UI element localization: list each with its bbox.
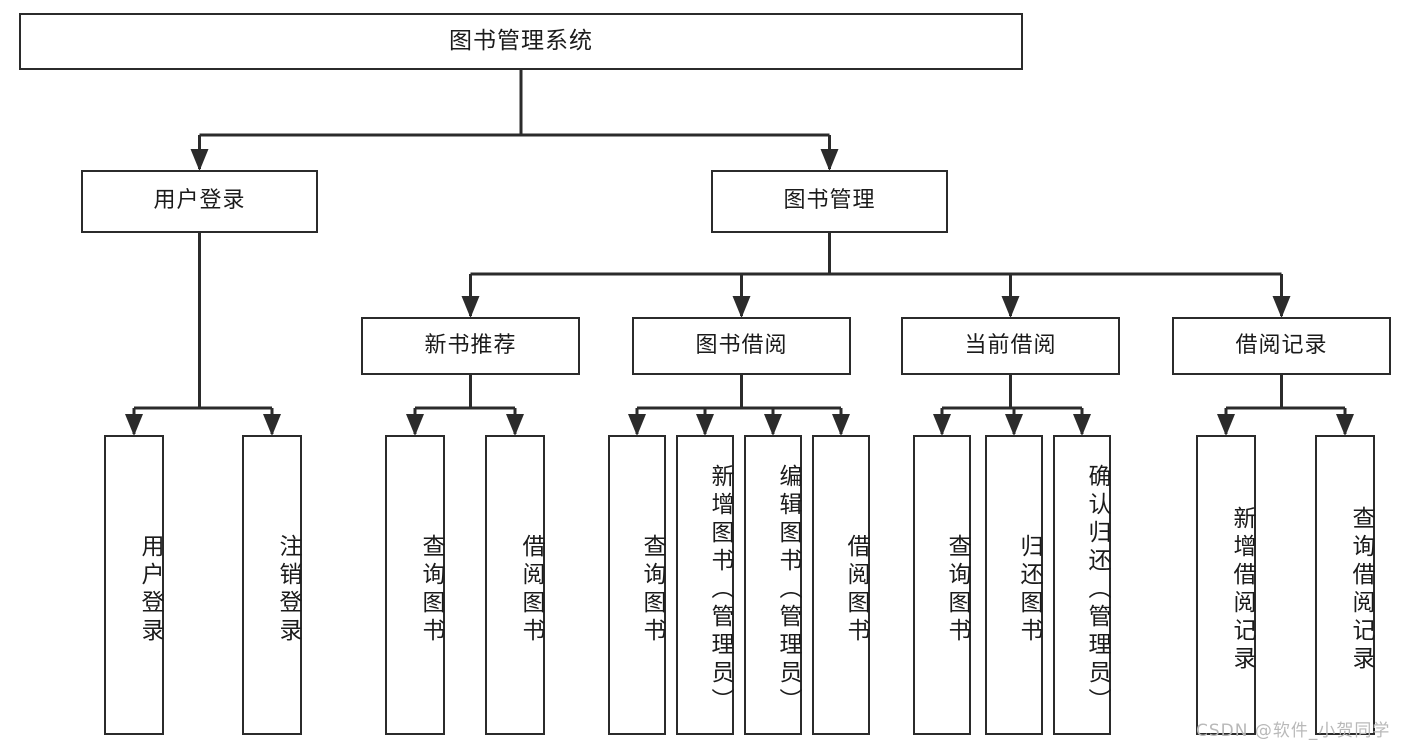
node-label: 用户登录 — [153, 188, 246, 214]
node-label: 查询图书 — [639, 534, 665, 646]
node-label: 图书借阅 — [695, 332, 788, 358]
node-label: 用户登录 — [137, 534, 163, 646]
node-label: 查询借阅记录 — [1348, 506, 1374, 674]
node-label: 新增借阅记录 — [1229, 506, 1255, 674]
node-leaf-query-book-3[interactable]: 查询图书 — [913, 435, 971, 735]
node-leaf-user-login[interactable]: 用户登录 — [104, 435, 164, 735]
node-borrow-record[interactable]: 借阅记录 — [1172, 317, 1391, 375]
node-leaf-borrow-book-1[interactable]: 借阅图书 — [485, 435, 545, 735]
node-leaf-confirm-return[interactable]: 确认归还（管理员） — [1053, 435, 1111, 735]
node-label: 当前借阅 — [964, 332, 1057, 358]
node-label: 编辑图书（管理员） — [775, 464, 801, 716]
node-label: 新增图书（管理员） — [707, 464, 733, 716]
node-label: 确认归还（管理员） — [1084, 464, 1110, 716]
node-book-borrow[interactable]: 图书借阅 — [632, 317, 851, 375]
node-label: 查询图书 — [944, 534, 970, 646]
node-leaf-logout[interactable]: 注销登录 — [242, 435, 302, 735]
node-label: 图书管理 — [783, 188, 876, 214]
node-label: 图书管理系统 — [449, 27, 593, 54]
node-label: 借阅图书 — [843, 534, 869, 646]
node-current-borrow[interactable]: 当前借阅 — [901, 317, 1120, 375]
node-leaf-query-record[interactable]: 查询借阅记录 — [1315, 435, 1375, 735]
node-label: 查询图书 — [418, 534, 444, 646]
node-book-manage[interactable]: 图书管理 — [711, 170, 948, 233]
node-leaf-return-book[interactable]: 归还图书 — [985, 435, 1043, 735]
node-leaf-query-book-1[interactable]: 查询图书 — [385, 435, 445, 735]
node-leaf-add-record[interactable]: 新增借阅记录 — [1196, 435, 1256, 735]
watermark: CSDN @软件_小贺同学 — [1196, 721, 1391, 741]
node-leaf-borrow-book-2[interactable]: 借阅图书 — [812, 435, 870, 735]
node-label: 归还图书 — [1016, 534, 1042, 646]
node-label: 新书推荐 — [424, 332, 517, 358]
node-user-login[interactable]: 用户登录 — [81, 170, 318, 233]
node-label: 注销登录 — [275, 534, 301, 646]
node-leaf-query-book-2[interactable]: 查询图书 — [608, 435, 666, 735]
node-root[interactable]: 图书管理系统 — [19, 13, 1023, 70]
node-leaf-edit-book[interactable]: 编辑图书（管理员） — [744, 435, 802, 735]
node-label: 借阅记录 — [1235, 332, 1328, 358]
node-leaf-add-book[interactable]: 新增图书（管理员） — [676, 435, 734, 735]
node-new-book-rec[interactable]: 新书推荐 — [361, 317, 580, 375]
node-label: 借阅图书 — [518, 534, 544, 646]
